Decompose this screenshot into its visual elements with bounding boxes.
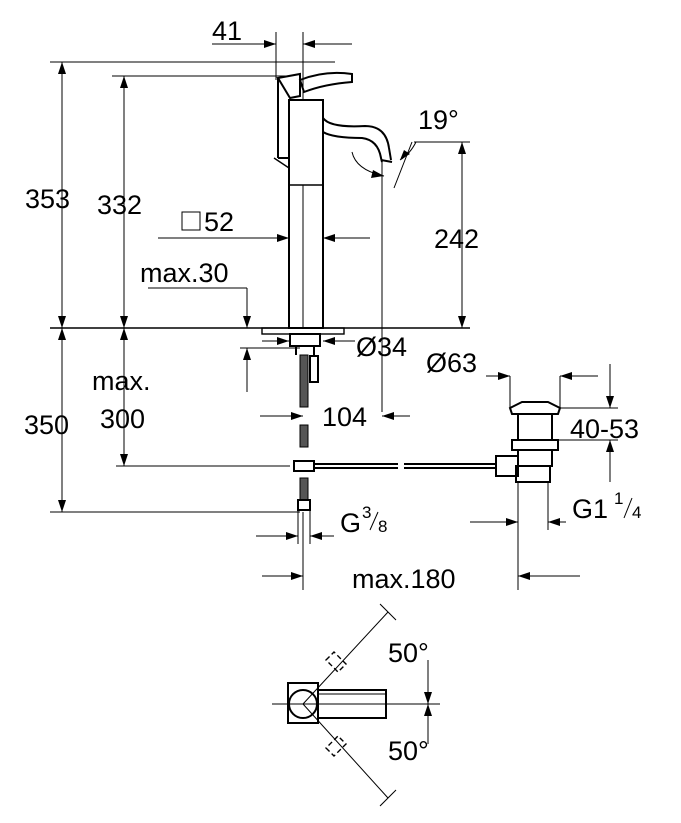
- label-supply-thread-num: 3: [362, 503, 371, 522]
- label-max-value: 300: [100, 404, 145, 434]
- label-waste-thread-num: 1: [614, 489, 623, 508]
- popup-rod: [314, 463, 496, 469]
- top-view: [272, 603, 440, 807]
- dimension-lines: [50, 32, 618, 590]
- label-spout-height: 242: [434, 224, 479, 254]
- label-swivel-angle-top: 50°: [388, 638, 429, 668]
- label-waste-range: 40-53: [570, 414, 639, 444]
- label-reach: 104: [322, 402, 367, 432]
- label-max-prefix: max.: [92, 366, 151, 396]
- label-waste-thread-den: 4: [632, 503, 641, 522]
- label-spout-angle: 19°: [418, 105, 459, 135]
- square-symbol-icon: [181, 211, 201, 231]
- fraction-slash: [623, 497, 633, 519]
- mounting-assembly: [261, 327, 345, 511]
- label-total-height: 353: [25, 184, 70, 214]
- label-body-width: 52: [204, 207, 234, 237]
- label-max-rod: max.180: [352, 564, 456, 594]
- dimension-labels: 41 353 332 52 19° 242 max.30 Ø34 Ø63 max…: [24, 16, 641, 766]
- label-swivel-angle-bottom: 50°: [388, 736, 429, 766]
- label-max-deck: max.30: [140, 258, 229, 288]
- label-supply-thread-den: 8: [378, 517, 387, 536]
- waste-assembly: [495, 401, 562, 483]
- label-lever-height: 332: [97, 190, 142, 220]
- fraction-slash: [369, 511, 379, 531]
- label-waste-thread-base: G1: [572, 494, 608, 524]
- faucet-body: [273, 71, 393, 329]
- label-waste-diameter: Ø63: [426, 348, 477, 378]
- label-hole-diameter: Ø34: [356, 332, 407, 362]
- label-spout-offset: 41: [212, 16, 242, 46]
- label-supply-thread-base: G: [340, 508, 361, 538]
- label-under-depth: 350: [24, 410, 69, 440]
